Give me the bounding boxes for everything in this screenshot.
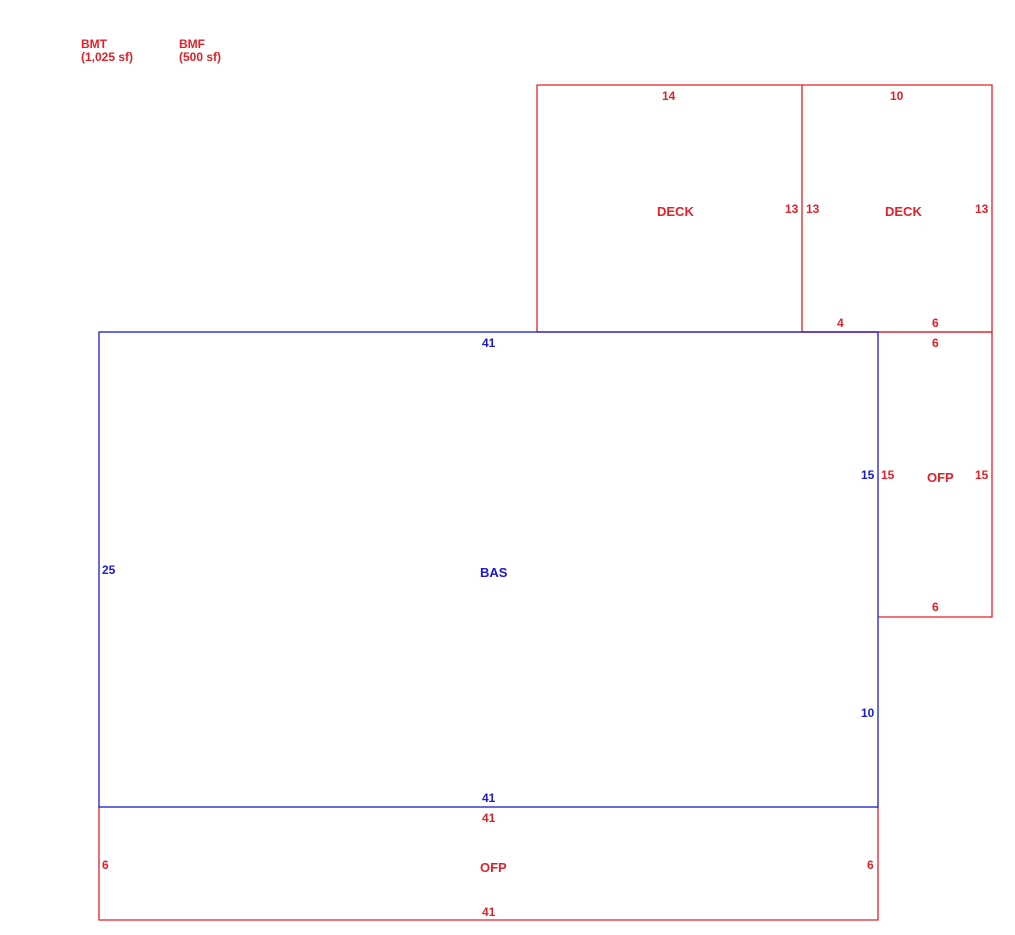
deck-right-bottom-left-dim: 4: [837, 316, 844, 330]
ofp-right-left-dim: 15: [881, 468, 895, 482]
ofp-bottom-top-dim: 41: [482, 811, 496, 825]
deck-left-outline: [536, 84, 803, 332]
deck-left-right-dim: 13: [785, 202, 799, 216]
bas-left-dim: 25: [102, 563, 116, 577]
ofp-bottom-right-dim: 6: [867, 858, 874, 872]
legend-bmf-code: BMF: [179, 37, 205, 51]
ofp-right-outline: [878, 331, 993, 618]
deck-right-right-dim: 13: [975, 202, 989, 216]
deck-right-left-dim: 13: [806, 202, 820, 216]
bas-right-upper-dim: 15: [861, 468, 875, 482]
bas-bottom-dim: 41: [482, 791, 496, 805]
ofp-right-right-dim: 15: [975, 468, 989, 482]
legend-bmt-code: BMT: [81, 37, 107, 51]
bas-top-dim: 41: [482, 336, 496, 350]
bas-right-lower-dim: 10: [861, 706, 875, 720]
legend-bmf-area: (500 sf): [179, 50, 222, 64]
deck-right-name: DECK: [885, 204, 922, 219]
ofp-bottom-bottom-dim: 41: [482, 905, 496, 919]
deck-right-top-dim: 10: [890, 89, 904, 103]
ofp-right-top-dim: 6: [932, 336, 939, 350]
legend-bmt-area: (1,025 sf): [81, 50, 134, 64]
bas-outline: [98, 331, 879, 808]
ofp-bottom-outline: [98, 807, 879, 921]
ofp-bottom-left-dim: 6: [102, 858, 109, 872]
legend-bmt: BMT (1,025 sf): [81, 38, 133, 64]
ofp-right-bottom-dim: 6: [932, 600, 939, 614]
ofp-right-name: OFP: [927, 470, 954, 485]
bas-name: BAS: [480, 565, 508, 580]
deck-left-name: DECK: [657, 204, 694, 219]
ofp-bottom-name: OFP: [480, 860, 507, 875]
deck-left-top-dim: 14: [662, 89, 676, 103]
legend-bmf: BMF (500 sf): [179, 38, 221, 64]
deck-right-bottom-right-dim: 6: [932, 316, 939, 330]
